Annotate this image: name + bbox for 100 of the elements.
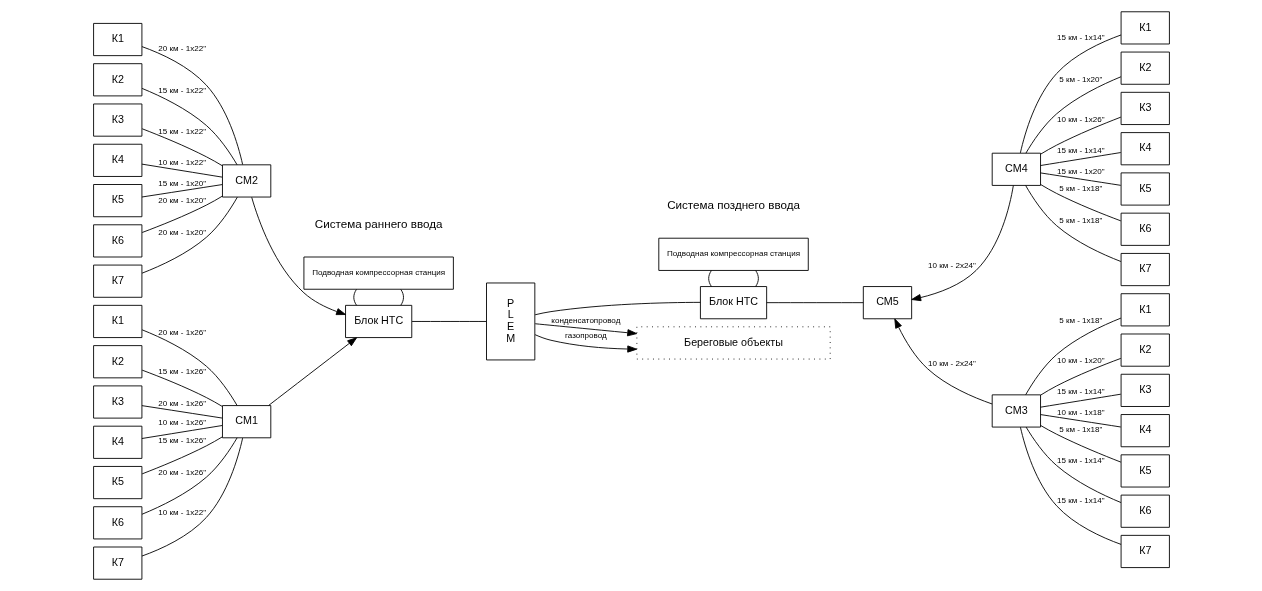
arrow	[893, 318, 992, 405]
edge-label: 10 км - 1x26"	[157, 418, 206, 428]
arrow	[534, 334, 637, 353]
node-box: К1	[92, 22, 142, 57]
label: Система раннего ввода	[314, 216, 442, 230]
edge-label: 10 км - 1x22"	[157, 507, 206, 517]
node-box: К4	[1120, 414, 1170, 448]
connector	[534, 301, 701, 316]
connector	[1039, 414, 1121, 428]
edge-label: 20 км - 1x26"	[157, 467, 206, 477]
node-box: К5	[1120, 172, 1170, 206]
edge-label: 20 км - 1x20"	[157, 195, 206, 205]
node-box: К1	[1120, 11, 1170, 45]
edge-label: 15 км - 1x20"	[1056, 166, 1105, 176]
node-box: К3	[1120, 373, 1170, 407]
node-box: К7	[1120, 534, 1170, 569]
connector	[141, 405, 223, 419]
connector	[352, 288, 357, 306]
edge-label: 5 км - 1x20"	[1058, 74, 1102, 84]
edge-label: конденсатопровод	[550, 316, 620, 326]
edge-label: 15 км - 1x14"	[1056, 456, 1105, 466]
connector	[1039, 116, 1121, 155]
connector	[1039, 172, 1121, 186]
arrow	[910, 185, 1014, 302]
arrow	[250, 196, 346, 316]
connector	[1025, 426, 1121, 503]
node-box: К6	[92, 224, 142, 258]
node-box: К6	[1120, 212, 1170, 246]
node-box: Береговые объекты	[635, 326, 831, 360]
node-box: К6	[92, 506, 142, 540]
connector	[141, 195, 223, 233]
node-box: К2	[1120, 333, 1170, 367]
node-box: К5	[92, 184, 142, 218]
connector	[141, 87, 238, 166]
node-box: СМ2	[221, 164, 271, 198]
edge-label: 10 км - 1x18"	[1056, 407, 1105, 417]
connector	[399, 288, 404, 306]
node-box: СМ3	[991, 394, 1041, 428]
edge-label: 10 км - 2x24"	[927, 359, 976, 369]
node-box: СМ4	[991, 152, 1041, 186]
node-box: Подводная компрессорная станция	[302, 256, 454, 290]
edge-label: 15 км - 1x20"	[157, 178, 206, 188]
node-box: К5	[92, 466, 142, 500]
connector	[1039, 152, 1121, 166]
edge-label: газопровод	[564, 330, 607, 340]
node-box: К1	[92, 304, 142, 338]
connector	[141, 196, 238, 274]
edge-label: 5 км - 1x18"	[1058, 424, 1102, 434]
edge-label: 15 км - 1x22"	[157, 126, 206, 136]
connector	[141, 128, 223, 167]
connector	[141, 46, 243, 165]
connector	[141, 425, 223, 439]
edge-label: 20 км - 1x26"	[157, 398, 206, 408]
connector	[754, 270, 759, 287]
node-box: К7	[1120, 253, 1170, 287]
connector	[1039, 357, 1121, 396]
node-box: К5	[1120, 454, 1170, 488]
connector	[141, 437, 243, 557]
node-box: СМ1	[221, 405, 271, 439]
connector	[141, 369, 223, 407]
node-box: К6	[1120, 494, 1170, 528]
edge-label: 10 км - 1x20"	[1056, 355, 1105, 365]
edge-label: 5 км - 1x18"	[1058, 183, 1102, 193]
arrow	[534, 323, 637, 337]
edge-label: 10 км - 1x26"	[1056, 115, 1105, 125]
connector	[1039, 184, 1121, 222]
connector	[1019, 34, 1121, 154]
edge-label: 15 км - 1x14"	[1056, 387, 1105, 397]
edge-label: 5 км - 1x18"	[1058, 316, 1102, 326]
connector	[1039, 425, 1121, 463]
arrow	[267, 337, 357, 406]
edge-label: 20 км - 1x26"	[157, 328, 206, 338]
edge-label: 15 км - 1x26"	[157, 367, 206, 377]
node-box: Подводная компрессорная станция	[657, 237, 809, 271]
edge-label: 15 км - 1x14"	[1056, 32, 1105, 42]
node-box: К4	[1120, 132, 1170, 166]
connector	[1024, 317, 1121, 396]
label: Система позднего ввода	[666, 198, 800, 212]
node-box: К3	[92, 385, 142, 419]
node-box: К7	[92, 546, 142, 580]
node-box: Блок НТС	[699, 286, 767, 320]
node-box: К4	[92, 143, 142, 177]
connector	[141, 437, 238, 515]
edge-label: 20 км - 1x20"	[157, 227, 206, 237]
edge-label: 10 км - 2x24"	[927, 260, 976, 270]
edge-label: 15 км - 1x14"	[1056, 146, 1105, 156]
edge-label: 5 км - 1x18"	[1058, 216, 1102, 226]
edge-label: 10 км - 1x22"	[157, 158, 206, 167]
node-box: К4	[92, 425, 142, 459]
node-box: К2	[1120, 51, 1170, 85]
node-box: К1	[1120, 293, 1170, 327]
connector	[1024, 76, 1121, 154]
connector	[765, 302, 864, 304]
edge-label: 15 км - 1x22"	[157, 86, 206, 96]
edge-label: 20 км - 1x22"	[157, 44, 206, 54]
edge-label: 15 км - 1x26"	[157, 436, 206, 446]
connector	[141, 436, 223, 475]
node-box: К2	[92, 63, 142, 97]
node-box: Блок НТС	[344, 304, 412, 338]
node-box: К7	[92, 264, 142, 298]
